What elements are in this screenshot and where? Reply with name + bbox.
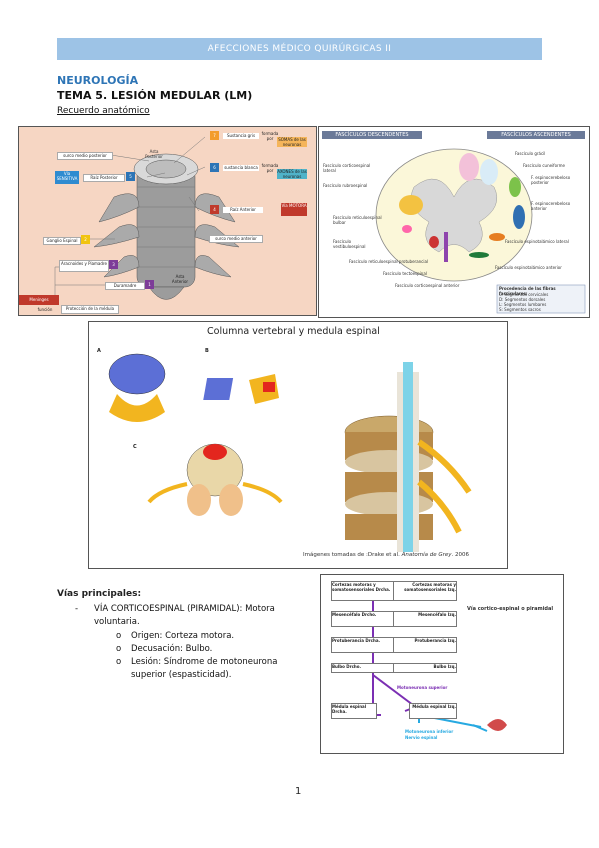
right-label-1: Fascículo grácil <box>515 151 546 156</box>
box-protuberancia-izq: Protuberancia Izq. <box>393 637 457 653</box>
box-medula-drcha: Médula espinal Drcha. <box>331 703 377 719</box>
left-label-6: Fascículo tectoespinal <box>383 271 427 276</box>
columna-credit: Imágenes tomadas de :Drake et al. Anatom… <box>303 552 469 558</box>
box-corteza-drcha: Cortezas motoras y somatosensoriales Drc… <box>331 581 395 601</box>
label-funcion: función <box>37 307 53 312</box>
columna-title: Columna vertebral y medula espinal <box>207 326 380 337</box>
badge-6: 6 <box>210 163 219 172</box>
spinal-cord-illustration <box>19 127 316 315</box>
left-label-1: Fascículo corticoespinal lateral <box>323 163 371 173</box>
box-corteza-izq: Cortezas motoras y somatosensoriales Izq… <box>393 581 457 601</box>
via-corticoespinal-diagram: Cortezas motoras y somatosensoriales Drc… <box>320 574 564 754</box>
right-label-2: Fascículo cuneiforme <box>523 163 565 168</box>
fasciculos-descendentes-title: FASCÍCULOS DESCENDENTES <box>322 131 422 139</box>
label-raiz-anterior: Raíz Anterior <box>223 207 263 213</box>
page-number: 1 <box>295 786 302 797</box>
label-via-motora: Vía MOTORA <box>281 203 307 216</box>
vias-title: Vías principales: <box>57 589 142 599</box>
legend-s: S: Segmentos sacros <box>499 307 541 312</box>
label-asta-anterior: Asta Anterior <box>171 274 189 284</box>
legend-title: Procedencia de las fibras fasciculares: <box>499 286 556 296</box>
label-sustancia-gris: Sustancia gris <box>223 133 259 139</box>
box-mesencefalo-izq: Mesencéfalo Izq. <box>393 611 457 627</box>
label-duramadre: Duramadre <box>105 282 145 290</box>
label-somas: SOMAS de las neuronas <box>277 137 307 147</box>
via-title: Vía cortico-espinal o piramidal <box>467 606 554 612</box>
label-surco-posterior: surco medio posterior <box>57 152 113 160</box>
label-via-sensitiva: Vía SENSITIVA <box>55 171 79 184</box>
bullet-3: o <box>116 657 122 667</box>
badge-7: 7 <box>210 131 219 140</box>
left-label-7: Fascículo corticoespinal anterior <box>395 283 460 288</box>
legend-c: C: Segmentos cervicales <box>499 292 549 297</box>
box-bulbo-drcho: Bulbo Drcho. <box>331 663 395 673</box>
credit-year: . 2006 <box>451 552 470 558</box>
header-bar: AFECCIONES MÉDICO QUIRÚRGICAS II <box>57 38 542 60</box>
fasciculos-diagram: FASCÍCULOS DESCENDENTES FASCÍCULOS ASCEN… <box>318 126 590 318</box>
left-label-5: Fascículo reticuloespinal protuberancial <box>349 259 429 264</box>
topic-heading: TEMA 5. LESIÓN MEDULAR (LM) <box>57 89 253 102</box>
label-formada-por-2: formada por <box>261 163 279 173</box>
left-label-4: Fascículo vestibuloespinal <box>333 239 366 249</box>
fasciculos-ascendentes-title: FASCÍCULOS ASCENDENTES <box>487 131 585 139</box>
label-aracnoides: Aracnoides y Piamadre <box>59 260 109 272</box>
badge-5: 5 <box>126 172 135 181</box>
box-medula-izq: Médula espinal Izq. <box>409 703 457 719</box>
columna-illustration <box>108 353 472 552</box>
label-motoneurona-inferior: Motoneurona inferior <box>405 729 454 734</box>
box-mesencefalo-drcho: Mesencéfalo Drcho. <box>331 611 395 627</box>
label-surco-anterior: surco medio anterior <box>209 235 263 243</box>
panel-label-c: C <box>133 444 137 450</box>
right-label-3: F. espinocerebeloso posterior <box>531 175 571 185</box>
header-title: AFECCIONES MÉDICO QUIRÚRGICAS II <box>207 44 392 54</box>
panel-label-a: A <box>97 348 101 354</box>
badge-3: 3 <box>109 260 118 269</box>
label-formada-por-1: formada por <box>261 131 279 141</box>
right-label-6: Fascículo espinotalámico anterior <box>495 265 562 270</box>
badge-4: 4 <box>210 205 219 214</box>
label-raiz-posterior: Raíz Posterior <box>83 174 125 182</box>
label-ganglio-espinal: Ganglio Espinal <box>43 237 81 245</box>
badge-1: 1 <box>145 280 154 289</box>
credit-prefix: Imágenes tomadas de :Drake et al. <box>303 552 402 558</box>
vias-sub-origen: Origen: Corteza motora. <box>131 631 235 641</box>
right-label-4: F. espinocerebeloso anterior <box>531 201 571 211</box>
spinal-cord-diagram: surco medio posterior Asta Posterior Vía… <box>18 126 317 316</box>
left-label-3: Fascículo reticuloespinal bulbar <box>333 215 382 225</box>
legend-d: D: Segmentos dorsales <box>499 297 546 302</box>
label-meninges: Meninges <box>19 295 59 305</box>
label-proteccion: Protección de la médula <box>61 305 119 314</box>
credit-book: Anatomía de Grey <box>401 552 452 558</box>
vias-dash: - <box>75 604 79 614</box>
vias-main-item: VÍA CORTICOESPINAL (PIRAMIDAL): Motora v… <box>94 604 275 627</box>
label-motoneurona-superior: Motoneurona superior <box>397 685 448 690</box>
vias-sub-lesion: Lesión: Síndrome de motoneurona superior… <box>131 657 278 680</box>
box-bulbo-izq: Bulbo Izq. <box>393 663 457 673</box>
right-label-5: Fascículo espinotalámico lateral <box>505 239 569 244</box>
left-label-2: Fascículo rubroespinal <box>323 183 368 188</box>
vias-sub-decusacion: Decusación: Bulbo. <box>131 644 213 654</box>
columna-vertebral-figure: Columna vertebral y medula espinal A B C… <box>88 321 508 569</box>
label-axones: AXONES de las neuronas <box>277 169 307 179</box>
section-subtitle: Recuerdo anatómico <box>57 106 150 116</box>
panel-label-b: B <box>205 348 209 354</box>
legend-l: L: Segmentos lumbares <box>499 302 547 307</box>
label-sustancia-blanca: sustancia blanca <box>223 165 259 171</box>
spinal-section-illustration <box>375 148 586 314</box>
subject-heading: NEUROLOGÍA <box>57 74 139 87</box>
bullet-1: o <box>116 631 122 641</box>
label-asta-posterior: Asta Posterior <box>145 149 163 159</box>
bullet-2: o <box>116 644 122 654</box>
label-nervio-espinal: Nervio espinal <box>405 735 438 740</box>
box-protuberancia-drcha: Protuberancia Drcha. <box>331 637 395 653</box>
badge-2: 2 <box>81 235 90 244</box>
